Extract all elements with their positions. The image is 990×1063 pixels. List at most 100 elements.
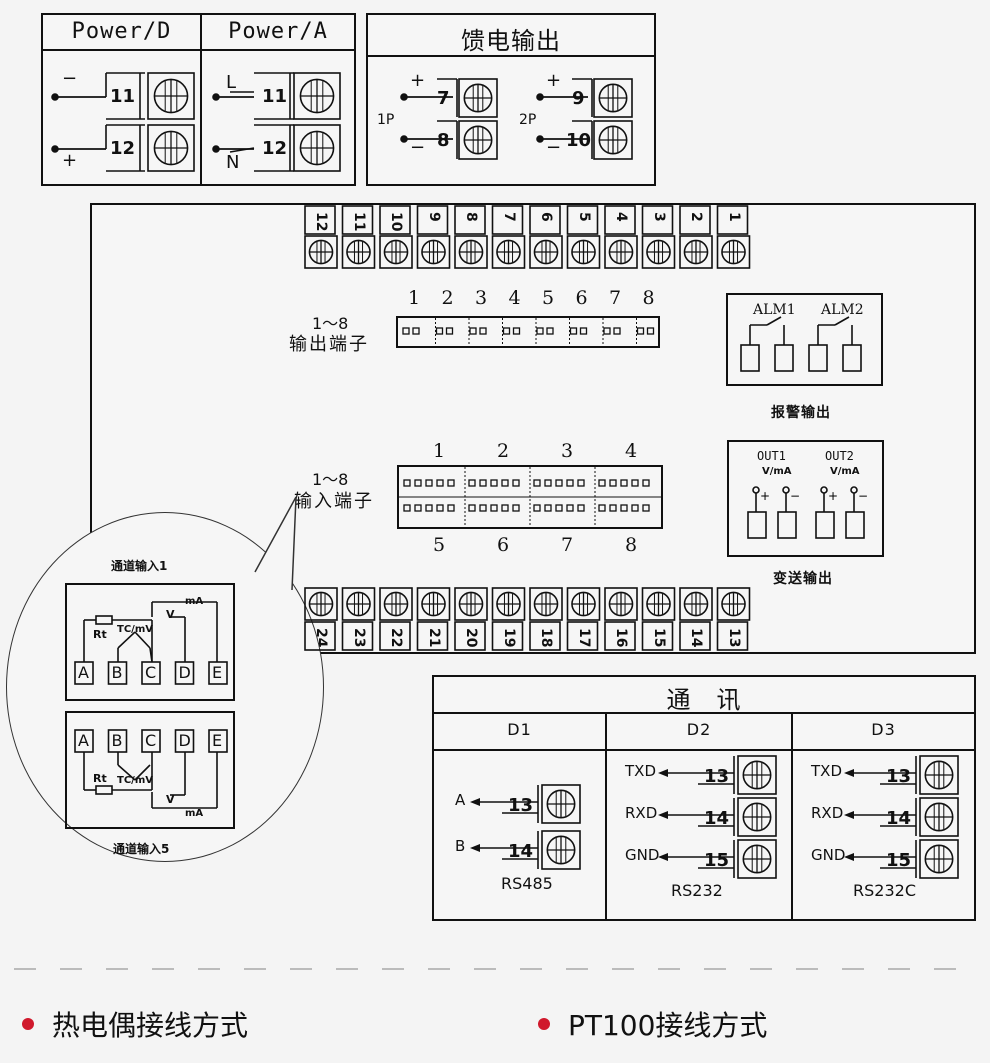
channel-terminal-C: C bbox=[145, 663, 157, 682]
transmit-output-label: 变送输出 bbox=[773, 571, 833, 587]
channel-terminal-E: E bbox=[212, 663, 223, 682]
power-d-sign-1: − bbox=[62, 68, 78, 89]
input-number-3: 3 bbox=[561, 440, 574, 462]
channel-terminal-D: D bbox=[178, 663, 191, 682]
power-d-title: Power/D bbox=[71, 19, 172, 44]
output-number-3: 3 bbox=[475, 287, 488, 309]
comm-col-d1: D1 bbox=[507, 720, 532, 739]
alarm-box bbox=[726, 293, 883, 386]
power-d-sign-2: + bbox=[62, 150, 78, 171]
input-number-2: 2 bbox=[497, 440, 510, 462]
d2-row-2-terminal: 14 bbox=[704, 808, 730, 829]
power-a-title: Power/A bbox=[228, 19, 328, 44]
d3-row-2-terminal: 14 bbox=[886, 808, 912, 829]
bottom-terminal-20: 20 bbox=[463, 628, 479, 648]
thermocouple-wiring-text: 热电偶接线方式 bbox=[52, 1009, 249, 1042]
input-number-8: 8 bbox=[625, 534, 638, 556]
section-divider bbox=[14, 968, 974, 970]
top-terminal-9: 9 bbox=[425, 212, 442, 222]
power-d-num-2: 12 bbox=[110, 138, 136, 159]
feed-plus-2: + bbox=[546, 70, 562, 91]
output-connector bbox=[396, 316, 660, 348]
d1-row-2-terminal: 14 bbox=[508, 841, 534, 862]
out1-vma: V/mA bbox=[762, 466, 792, 477]
d3-protocol: RS232C bbox=[853, 881, 916, 900]
output-range: 1～8 bbox=[312, 314, 349, 333]
d3-row-1-signal: TXD bbox=[811, 762, 842, 780]
alm1-label: ALM1 bbox=[753, 302, 796, 318]
bullet-dot bbox=[22, 1018, 34, 1030]
output-number-2: 2 bbox=[441, 287, 454, 309]
pt100-wiring-text: PT100接线方式 bbox=[568, 1009, 768, 1042]
channel-1-label: 通道输入1 bbox=[111, 559, 168, 573]
bottom-terminal-16: 16 bbox=[613, 628, 629, 648]
output-number-4: 4 bbox=[508, 287, 521, 309]
ma-label-5: mA bbox=[185, 808, 204, 819]
transmit-box bbox=[727, 440, 884, 557]
d1-protocol: RS485 bbox=[501, 874, 553, 893]
channel-terminal-B: B bbox=[111, 731, 123, 750]
power-a-sign-1: L bbox=[226, 72, 237, 93]
top-terminal-4: 4 bbox=[613, 212, 629, 222]
top-terminal-2: 2 bbox=[688, 212, 704, 222]
channel-5-label: 通道输入5 bbox=[113, 842, 170, 856]
feed-2p-label: 2P bbox=[519, 112, 537, 128]
comm-col-d3: D3 bbox=[871, 720, 896, 739]
output-number-6: 6 bbox=[575, 287, 588, 309]
d2-protocol: RS232 bbox=[671, 881, 723, 900]
d2-row-3-signal: GND bbox=[625, 846, 660, 864]
power-a-sign-2: N bbox=[226, 152, 240, 173]
feed-term-10: 10 bbox=[566, 130, 592, 151]
d2-row-1-terminal: 13 bbox=[704, 766, 730, 787]
comm-title: 通 讯 bbox=[666, 686, 742, 714]
feed-box: 馈电输出 bbox=[366, 13, 656, 186]
channel-terminal-E: E bbox=[212, 731, 223, 750]
top-terminal-10: 10 bbox=[388, 212, 404, 232]
d1-row-2-signal: B bbox=[455, 837, 466, 855]
feed-term-8: 8 bbox=[437, 130, 450, 151]
power-a-num-1: 11 bbox=[262, 86, 288, 107]
bottom-terminal-17: 17 bbox=[575, 628, 592, 648]
power-box: Power/D Power/A bbox=[41, 13, 356, 186]
comm-table: 通 讯 D1 D2 D3 bbox=[432, 675, 976, 921]
bottom-terminal-14: 14 bbox=[688, 628, 704, 648]
top-terminal-11: 11 bbox=[350, 212, 367, 232]
bottom-terminal-21: 21 bbox=[425, 628, 442, 648]
top-terminal-6: 6 bbox=[538, 212, 554, 222]
ma-label-1: mA bbox=[185, 596, 204, 607]
feed-plus-1: + bbox=[410, 70, 426, 91]
output-label: 输出端子 bbox=[289, 334, 369, 355]
input-connector bbox=[397, 465, 663, 529]
bottom-terminal-18: 18 bbox=[538, 628, 554, 648]
feed-minus-2: − bbox=[546, 137, 562, 158]
input-label: 输入端子 bbox=[294, 491, 374, 512]
out2-label: OUT2 bbox=[825, 449, 854, 463]
input-number-6: 6 bbox=[497, 534, 510, 556]
d3-row-3-terminal: 15 bbox=[886, 850, 912, 871]
channel-terminal-D: D bbox=[178, 731, 191, 750]
d1-row-1-signal: A bbox=[455, 791, 466, 809]
d1-row-1-terminal: 13 bbox=[508, 795, 534, 816]
channel-terminal-C: C bbox=[145, 731, 157, 750]
top-terminal-3: 3 bbox=[650, 212, 667, 222]
top-terminal-1: 1 bbox=[725, 212, 742, 222]
rt-label-5: Rt bbox=[93, 772, 107, 785]
power-d-num-1: 11 bbox=[110, 86, 136, 107]
bottom-terminal-15: 15 bbox=[650, 628, 667, 648]
output-number-5: 5 bbox=[542, 287, 555, 309]
channel-1-box bbox=[65, 583, 235, 701]
rt-label-1: Rt bbox=[93, 628, 107, 641]
output-number-8: 8 bbox=[642, 287, 655, 309]
top-terminal-12: 12 bbox=[313, 212, 329, 232]
feed-minus-1: − bbox=[410, 137, 426, 158]
input-number-4: 4 bbox=[625, 440, 638, 462]
out1-label: OUT1 bbox=[757, 449, 786, 463]
channel-terminal-A: A bbox=[78, 663, 89, 682]
input-number-7: 7 bbox=[561, 534, 574, 556]
d2-row-3-terminal: 15 bbox=[704, 850, 730, 871]
v-label-5: V bbox=[166, 793, 175, 806]
bottom-terminal-13: 13 bbox=[725, 628, 742, 648]
d2-row-1-signal: TXD bbox=[625, 762, 656, 780]
top-terminal-5: 5 bbox=[575, 212, 592, 222]
bottom-terminal-22: 22 bbox=[388, 628, 404, 648]
